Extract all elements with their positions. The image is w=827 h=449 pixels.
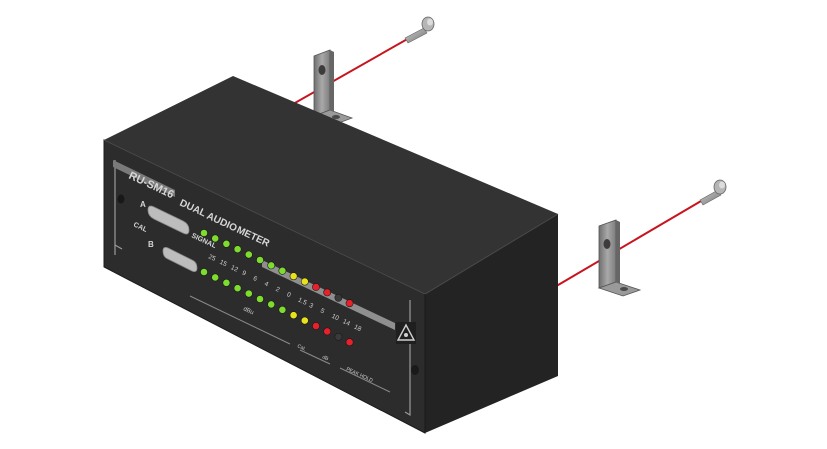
- channel-b-led-7: [267, 300, 276, 309]
- brand-logo: [396, 322, 416, 344]
- channel-a-led-14: [345, 299, 354, 308]
- scale-label-14: 18: [353, 324, 363, 334]
- channel-a-led-4: [233, 245, 242, 254]
- upper-mount-assembly: [271, 16, 435, 125]
- dbu-unit-label: dBu: [242, 306, 254, 316]
- scale-label-12: 10: [330, 313, 340, 323]
- lower-guide-rod: [535, 193, 714, 299]
- lower-mount-assembly: [535, 179, 727, 299]
- channel-b-led-1: [200, 268, 208, 276]
- scale-label-11: 5: [319, 307, 326, 315]
- channel-b-label: B: [148, 240, 154, 249]
- side-screw-hole: [411, 365, 419, 375]
- scale-label-7: 2: [274, 286, 281, 294]
- scale-label-9: 1.5: [297, 297, 308, 307]
- footer-db-label: dB: [321, 354, 330, 362]
- scale-label-4: 9: [241, 270, 248, 278]
- channel-a-led-9: [289, 272, 298, 281]
- channel-b-led-11: [312, 322, 320, 330]
- channel-b-led-4: [233, 284, 242, 293]
- scale-label-13: 14: [342, 318, 352, 328]
- upper-screw: [404, 16, 435, 44]
- channel-b-led-row: [200, 268, 354, 347]
- channel-b-led-5: [244, 289, 253, 298]
- scale-label-1: 25: [207, 253, 217, 263]
- channel-a-led-8: [278, 266, 287, 275]
- channel-b-led-14: [345, 338, 354, 347]
- meter-chassis: [103, 76, 559, 434]
- channel-a-led-13: [334, 293, 343, 302]
- channel-a-led-3: [222, 239, 231, 248]
- lower-bracket: [597, 219, 642, 297]
- scale-label-2: 15: [218, 259, 228, 269]
- channel-b-led-2: [211, 273, 220, 282]
- scale-label-8: 0: [286, 291, 293, 299]
- footer-cal-label: Cal.: [296, 343, 307, 352]
- channel-b-led-8: [278, 305, 287, 314]
- cal-button-a[interactable]: [147, 205, 190, 235]
- scale-label-10: 3: [308, 302, 315, 310]
- channel-a-led-5: [244, 250, 253, 259]
- channel-a-led-2: [211, 234, 220, 243]
- scale-label-3: 12: [230, 264, 240, 274]
- lower-screw: [699, 179, 727, 206]
- model-plate: [113, 160, 175, 197]
- cal-button-b[interactable]: [162, 247, 198, 272]
- chassis-side: [425, 214, 558, 433]
- channel-b-led-10: [300, 316, 309, 325]
- scale-label-5: 6: [252, 275, 259, 283]
- scale-label-6: 4: [263, 280, 270, 288]
- channel-a-led-11: [312, 283, 320, 291]
- channel-a-led-row: [200, 229, 354, 308]
- channel-b-led-13: [334, 332, 343, 341]
- upper-guide-rod: [271, 32, 419, 117]
- channel-a-label: A: [140, 200, 146, 209]
- chassis-top: [104, 76, 558, 294]
- channel-a-led-1: [200, 229, 208, 237]
- channel-b-led-6: [256, 295, 264, 303]
- channel-b-led-9: [289, 311, 298, 320]
- channel-a-led-7: [267, 261, 276, 270]
- channel-b-led-12: [323, 327, 332, 336]
- channel-b-led-3: [222, 278, 231, 287]
- channel-a-led-6: [256, 256, 264, 264]
- channel-a-led-12: [323, 288, 332, 297]
- upper-bracket: [312, 49, 354, 125]
- channel-a-led-10: [300, 277, 309, 286]
